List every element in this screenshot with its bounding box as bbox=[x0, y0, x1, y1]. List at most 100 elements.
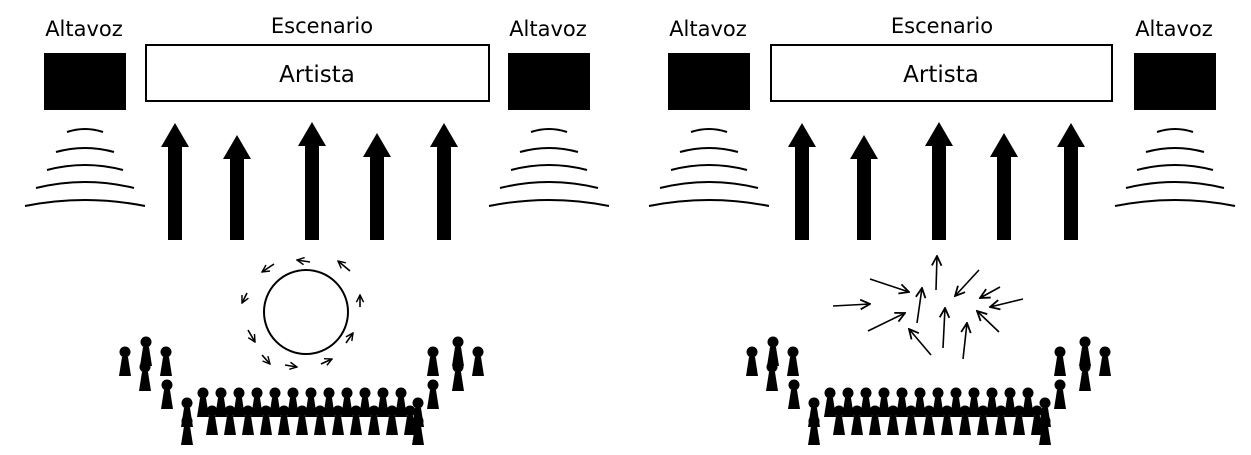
audience-member-head bbox=[242, 405, 254, 417]
audience-member-body bbox=[427, 390, 439, 409]
pit-arrow bbox=[297, 260, 311, 262]
attention-arrow-shaft bbox=[168, 146, 182, 240]
audience-member-head bbox=[833, 405, 845, 417]
audience-member-head bbox=[977, 405, 989, 417]
audience-member-body bbox=[260, 416, 272, 435]
audience-member-body bbox=[1079, 372, 1091, 391]
audience-member-body bbox=[833, 416, 845, 435]
audience-member-head bbox=[842, 387, 854, 399]
audience-member-head bbox=[914, 387, 926, 399]
audience-member-head bbox=[386, 405, 398, 417]
audience-member-body bbox=[941, 416, 953, 435]
audience-member-head bbox=[787, 346, 799, 358]
audience-member-body bbox=[269, 398, 281, 417]
mosh-arrow bbox=[990, 298, 1024, 307]
audience-member-body bbox=[341, 398, 353, 417]
audience-member-body bbox=[215, 398, 227, 417]
audience-member-body bbox=[767, 347, 779, 366]
audience-member-head bbox=[287, 387, 299, 399]
audience-member-body bbox=[878, 398, 890, 417]
audience-member-head bbox=[181, 415, 193, 427]
audience-member-head bbox=[950, 387, 962, 399]
audience-member-body bbox=[395, 398, 407, 417]
audience-member-head bbox=[368, 405, 380, 417]
audience-member-head bbox=[1079, 361, 1091, 373]
audience-member-head bbox=[224, 405, 236, 417]
right-speaker-label: Altavoz bbox=[1135, 17, 1213, 41]
pit-arrow bbox=[242, 292, 247, 303]
audience-member-head bbox=[350, 405, 362, 417]
audience-member-body bbox=[140, 347, 152, 366]
audience-member-body bbox=[1022, 398, 1034, 417]
mosh-arrow bbox=[980, 286, 1001, 298]
attention-arrow-head bbox=[161, 123, 189, 147]
audience-member-head bbox=[959, 405, 971, 417]
attention-arrow-head bbox=[298, 122, 326, 146]
audience-member-body bbox=[242, 416, 254, 435]
audience-member-head bbox=[860, 387, 872, 399]
crowd bbox=[746, 336, 1111, 445]
mosh-arrow bbox=[832, 304, 870, 306]
right-speaker-label: Altavoz bbox=[509, 17, 587, 41]
audience-member-body bbox=[119, 357, 131, 376]
mosh-arrow bbox=[909, 329, 932, 356]
diagram-mosh-pit: Altavoz Escenario Altavoz Artista bbox=[648, 14, 1236, 445]
right-speaker bbox=[508, 53, 590, 110]
audience-member-body bbox=[788, 390, 800, 409]
attention-arrow-head bbox=[925, 122, 953, 146]
audience-member-head bbox=[887, 405, 899, 417]
audience-member-head bbox=[1079, 336, 1091, 348]
audience-member-body bbox=[472, 357, 484, 376]
circle-pit-arrows bbox=[242, 260, 360, 367]
audience-member-head bbox=[788, 379, 800, 391]
audience-member-head bbox=[377, 387, 389, 399]
stage bbox=[770, 44, 1113, 102]
audience-member-head bbox=[986, 387, 998, 399]
audience-member-head bbox=[215, 387, 227, 399]
audience-member-body bbox=[869, 416, 881, 435]
audience-member-body bbox=[287, 398, 299, 417]
audience-member-head bbox=[305, 387, 317, 399]
audience-member-head bbox=[878, 387, 890, 399]
left-speaker bbox=[668, 53, 750, 110]
audience-member-head bbox=[905, 405, 917, 417]
audience-member-head bbox=[181, 397, 193, 409]
audience-member-body bbox=[746, 357, 758, 376]
audience-member-head bbox=[427, 346, 439, 358]
audience-member-body bbox=[950, 398, 962, 417]
pit-arrow bbox=[345, 333, 353, 344]
mosh-arrow bbox=[963, 323, 967, 360]
audience-member-head bbox=[314, 405, 326, 417]
audience-member-head bbox=[1039, 415, 1051, 427]
audience-member-head bbox=[269, 387, 281, 399]
audience-member-body bbox=[197, 398, 209, 417]
audience-member-head bbox=[995, 405, 1007, 417]
attention-arrow-head bbox=[223, 135, 251, 159]
audience-member-body bbox=[350, 416, 362, 435]
audience-member-body bbox=[1099, 357, 1111, 376]
attention-arrow-head bbox=[990, 133, 1018, 157]
audience-member-body bbox=[923, 416, 935, 435]
audience-member-head bbox=[941, 405, 953, 417]
audience-member-body bbox=[181, 426, 193, 445]
left-speaker bbox=[44, 53, 126, 110]
audience-member-body bbox=[386, 416, 398, 435]
audience-member-body bbox=[766, 372, 778, 391]
audience-member-body bbox=[977, 416, 989, 435]
audience-member-head bbox=[1039, 397, 1051, 409]
crowd bbox=[119, 336, 484, 445]
left-sound-waves bbox=[648, 128, 770, 207]
audience-member-body bbox=[233, 398, 245, 417]
attention-arrows bbox=[788, 122, 1085, 240]
audience-member-body bbox=[1013, 416, 1025, 435]
audience-member-body bbox=[427, 357, 439, 376]
mosh-arrow bbox=[869, 278, 909, 292]
audience-member-head bbox=[472, 346, 484, 358]
attention-arrow-shaft bbox=[230, 158, 244, 240]
audience-member-body bbox=[1004, 398, 1016, 417]
audience-member-body bbox=[332, 416, 344, 435]
attention-arrow-shaft bbox=[370, 156, 384, 240]
mosh-arrow bbox=[943, 308, 945, 349]
audience-member-body bbox=[1054, 390, 1066, 409]
